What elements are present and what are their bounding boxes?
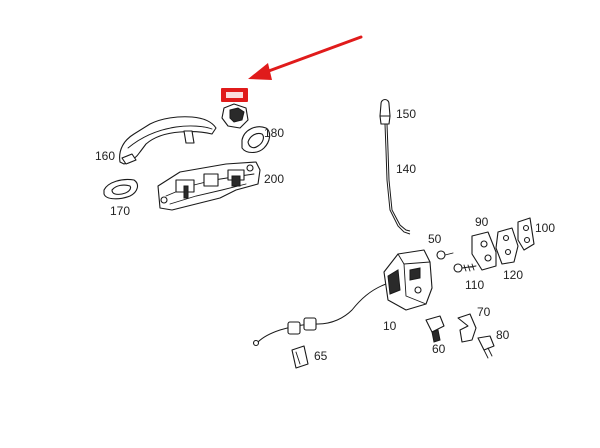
screw-50[interactable] (436, 250, 454, 260)
part-label-10: 10 (383, 319, 397, 333)
lock-button[interactable] (379, 98, 391, 125)
striker-plate[interactable] (517, 217, 535, 251)
part-label-50: 50 (428, 232, 442, 246)
lock-rod[interactable] (384, 123, 411, 235)
handle-gasket-front[interactable] (103, 178, 139, 200)
spring-clip[interactable] (457, 313, 477, 343)
handle-carrier[interactable] (157, 161, 261, 211)
part-labels: 160 180 170 200 150 140 90 100 50 110 12… (95, 107, 555, 363)
latch-plate[interactable] (495, 227, 519, 265)
part-label-120: 120 (503, 268, 523, 282)
part-label-90: 90 (475, 215, 489, 229)
handle-end-cap[interactable] (221, 103, 249, 129)
part-label-70: 70 (477, 305, 491, 319)
part-label-150: 150 (396, 107, 416, 121)
release-cable[interactable] (252, 283, 387, 347)
red-arrow-icon (248, 35, 363, 80)
part-label-160: 160 (95, 149, 115, 163)
handle-gasket-rear[interactable] (241, 126, 271, 154)
bolt-80[interactable] (477, 335, 495, 359)
part-label-60: 60 (432, 342, 446, 356)
door-lock[interactable] (383, 249, 433, 311)
screw-60[interactable] (425, 315, 445, 343)
screw-110[interactable] (453, 263, 477, 273)
part-label-80: 80 (496, 328, 510, 342)
part-label-110: 110 (465, 278, 484, 292)
part-label-140: 140 (396, 162, 416, 176)
part-label-200: 200 (264, 172, 284, 186)
cable-clip[interactable] (291, 345, 309, 369)
part-label-100: 100 (535, 221, 555, 235)
bracket-90[interactable] (471, 231, 497, 271)
part-label-65: 65 (314, 349, 328, 363)
part-label-170: 170 (110, 204, 130, 218)
outside-handle[interactable] (119, 116, 217, 165)
part-callout-tag-icon[interactable] (221, 88, 248, 102)
part-label-180: 180 (264, 126, 284, 140)
